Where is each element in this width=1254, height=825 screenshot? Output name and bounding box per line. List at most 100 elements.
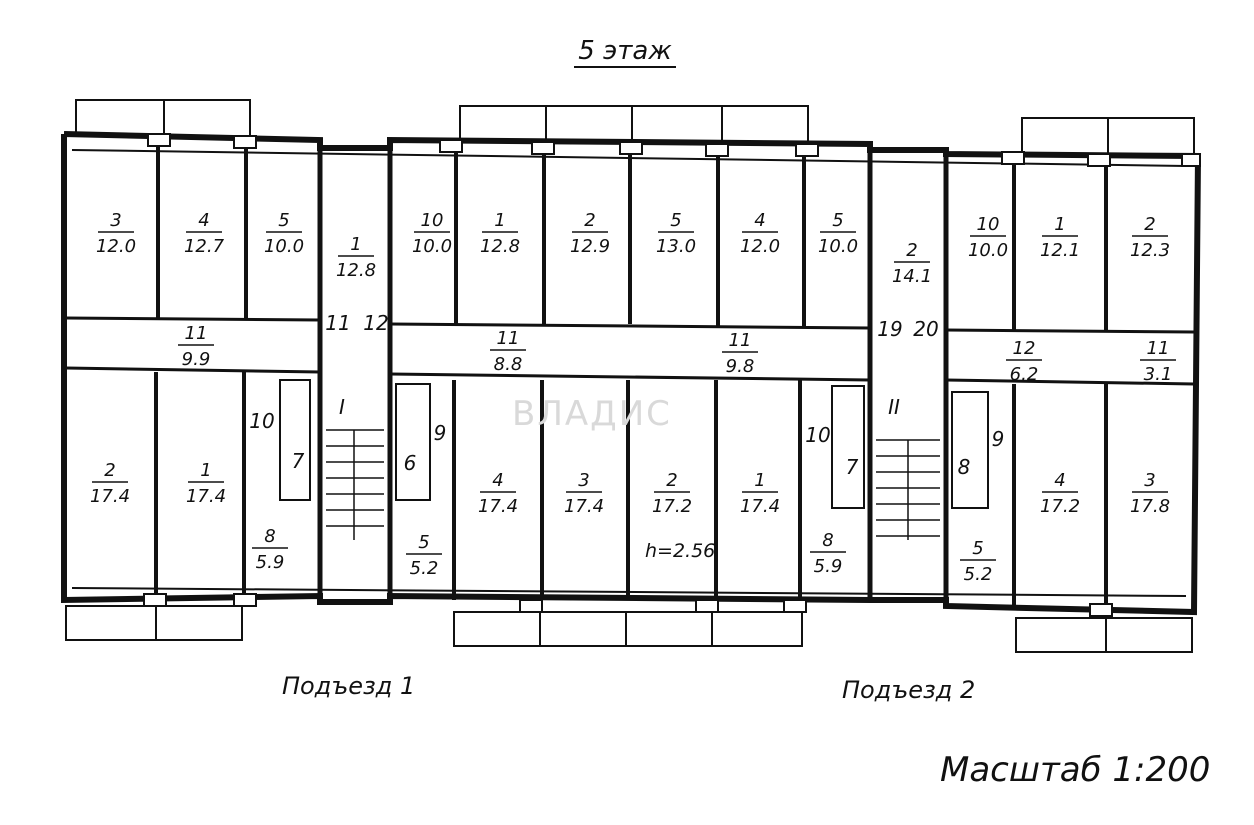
walls bbox=[61, 99, 1202, 653]
room-area: 17.2 bbox=[652, 496, 692, 517]
room-number: 1 bbox=[350, 234, 361, 255]
room-area: 17.4 bbox=[186, 486, 226, 507]
room-number: 2 bbox=[666, 470, 677, 491]
room-number: 3 bbox=[110, 210, 121, 231]
room-number: 4 bbox=[198, 210, 209, 231]
room-area: 5.9 bbox=[814, 556, 843, 577]
room-area: 12.8 bbox=[336, 260, 376, 281]
aux-label: 10 bbox=[805, 423, 830, 447]
room-area: 9.9 bbox=[182, 349, 211, 370]
room-area: 17.4 bbox=[564, 496, 604, 517]
room-area: 3.1 bbox=[1144, 364, 1173, 385]
room-area: 17.4 bbox=[740, 496, 780, 517]
room-area: 12.7 bbox=[184, 236, 225, 257]
room-area: 12.3 bbox=[1130, 240, 1170, 261]
watermark: ВЛАДИС bbox=[512, 394, 672, 434]
aux-label: 9 bbox=[992, 427, 1005, 451]
room-area: 10.0 bbox=[818, 236, 858, 257]
room-number: 11 bbox=[185, 323, 208, 344]
room-number: 3 bbox=[578, 470, 589, 491]
room-number: 2 bbox=[584, 210, 595, 231]
balcony bbox=[545, 105, 633, 143]
balcony bbox=[1105, 617, 1193, 653]
balcony bbox=[1021, 117, 1109, 155]
room-area: 17.2 bbox=[1040, 496, 1080, 517]
aux-label: 12 bbox=[363, 311, 388, 335]
room-area: 5.2 bbox=[410, 558, 439, 579]
room-number: 5 bbox=[670, 210, 681, 231]
room-area: 10.0 bbox=[264, 236, 304, 257]
room-area: 12.0 bbox=[96, 236, 136, 257]
balcony bbox=[459, 105, 547, 143]
aux-label: 19 bbox=[877, 317, 902, 341]
room-area: 12.8 bbox=[480, 236, 520, 257]
room-number: 3 bbox=[1144, 470, 1155, 491]
room-number: 11 bbox=[1147, 338, 1170, 359]
balcony bbox=[155, 605, 243, 641]
room-number: 4 bbox=[492, 470, 503, 491]
entrance-1-label: Подъезд 1 bbox=[282, 672, 416, 700]
room-number: 10 bbox=[421, 210, 444, 231]
aux-label: 7 bbox=[292, 449, 305, 473]
room-number: 2 bbox=[906, 240, 917, 261]
aux-label: 9 bbox=[434, 421, 447, 445]
room-number: 1 bbox=[1054, 214, 1065, 235]
room-area: 17.4 bbox=[90, 486, 130, 507]
balcony bbox=[65, 605, 157, 641]
room-number: 12 bbox=[1013, 338, 1036, 359]
balcony bbox=[163, 99, 251, 137]
room-area: 13.0 bbox=[656, 236, 696, 257]
room-area: 9.8 bbox=[726, 356, 755, 377]
room-number: 8 bbox=[822, 530, 833, 551]
scale-label: Масштаб 1:200 bbox=[940, 750, 1211, 790]
room-area: 17.4 bbox=[478, 496, 518, 517]
balcony bbox=[711, 611, 803, 647]
room-area: 10.0 bbox=[412, 236, 452, 257]
room-number: 4 bbox=[754, 210, 765, 231]
room-number: 5 bbox=[972, 538, 983, 559]
room-area: 12.0 bbox=[740, 236, 780, 257]
room-area: 10.0 bbox=[968, 240, 1008, 261]
balcony bbox=[721, 105, 809, 143]
entrance-2-label: Подъезд 2 bbox=[842, 676, 976, 704]
room-area: 5.9 bbox=[256, 552, 285, 573]
aux-label: I bbox=[339, 395, 345, 419]
balcony bbox=[1015, 617, 1107, 653]
aux-label: 7 bbox=[846, 455, 859, 479]
room-number: 5 bbox=[832, 210, 843, 231]
room-number: 5 bbox=[418, 532, 429, 553]
balcony bbox=[539, 611, 627, 647]
room-area: 5.2 bbox=[964, 564, 993, 585]
room-number: 11 bbox=[729, 330, 752, 351]
aux-label: 8 bbox=[958, 455, 971, 479]
room-area: 12.9 bbox=[570, 236, 610, 257]
room-area: 6.2 bbox=[1010, 364, 1039, 385]
balcony bbox=[75, 99, 165, 137]
room-number: 5 bbox=[278, 210, 289, 231]
room-area: 12.1 bbox=[1040, 240, 1080, 261]
room-area: 8.8 bbox=[494, 354, 523, 375]
room-number: 1 bbox=[200, 460, 211, 481]
room-area: 14.1 bbox=[892, 266, 932, 287]
balcony bbox=[453, 611, 541, 647]
room-area: 17.8 bbox=[1130, 496, 1170, 517]
aux-label: 11 bbox=[325, 311, 350, 335]
balcony bbox=[625, 611, 713, 647]
room-number: 2 bbox=[104, 460, 115, 481]
room-number: 4 bbox=[1054, 470, 1065, 491]
room-number: 11 bbox=[497, 328, 520, 349]
room-number: 8 bbox=[264, 526, 275, 547]
balcony bbox=[1107, 117, 1195, 155]
aux-label: 20 bbox=[913, 317, 938, 341]
floor-title: 5 этаж bbox=[560, 36, 690, 68]
room-number: 1 bbox=[754, 470, 765, 491]
aux-label: II bbox=[888, 395, 900, 419]
room-number: 1 bbox=[494, 210, 505, 231]
aux-label: 6 bbox=[404, 451, 417, 475]
height-note: h=2.56 bbox=[645, 540, 715, 562]
balcony bbox=[631, 105, 723, 143]
room-number: 2 bbox=[1144, 214, 1155, 235]
